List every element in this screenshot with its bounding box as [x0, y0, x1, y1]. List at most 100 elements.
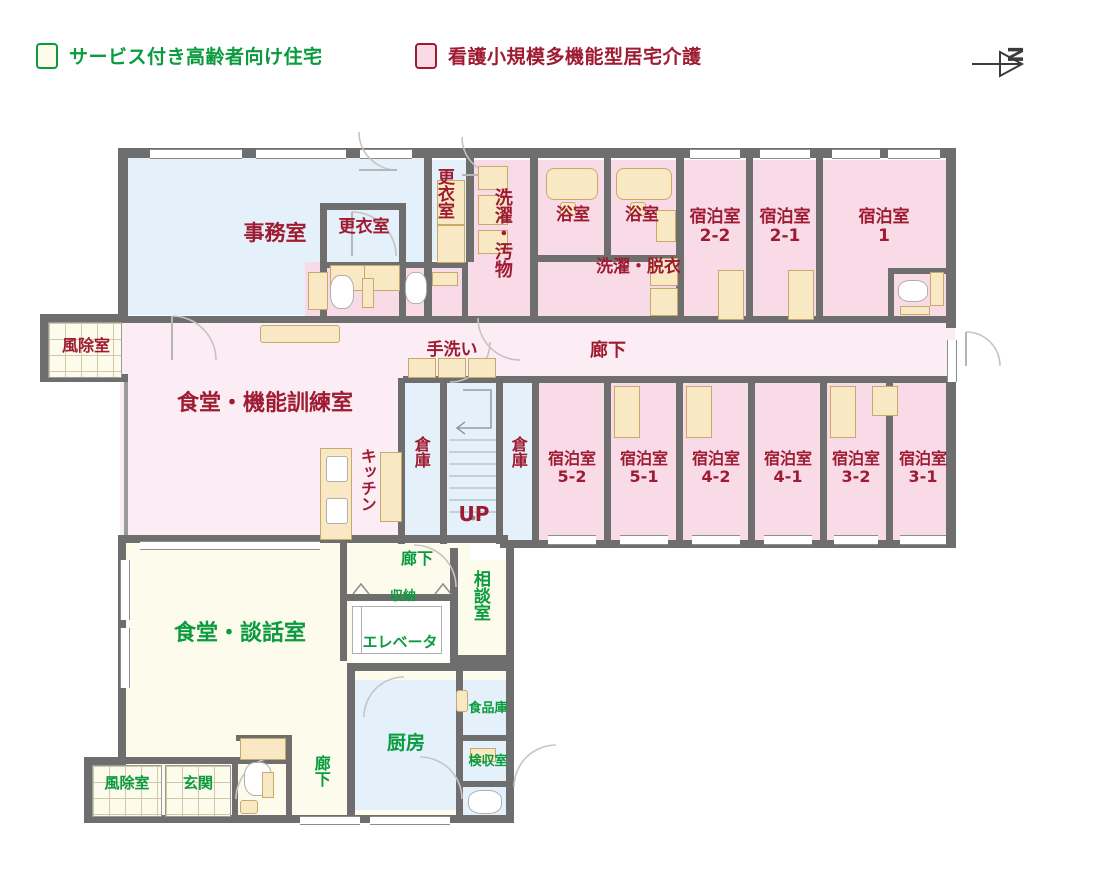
wall-part-g52 — [604, 378, 611, 544]
wall-part-guest22 — [746, 150, 753, 320]
label-stairs-up: UP — [458, 502, 490, 526]
fixture-bath-shelf — [656, 210, 676, 242]
label-pantry: 食品庫 — [468, 701, 508, 716]
label-dining-training: 食堂・機能訓練室 — [176, 391, 353, 416]
stairs-icon — [449, 389, 496, 521]
wall-lower-right — [506, 660, 514, 823]
label-corridor-main: 廊下 — [590, 340, 626, 361]
window-g1a — [832, 149, 880, 159]
legend-item-senior-housing: サービス付き高齢者向け住宅 — [36, 42, 323, 69]
label-corridor-lower: 廊下 — [400, 549, 433, 568]
window-corridor-east-exit — [947, 340, 957, 382]
wall-bath-bottom — [537, 255, 682, 262]
fixture-basin-1 — [408, 358, 436, 378]
wall-part-g51 — [676, 378, 683, 544]
label-storage-left: 倉庫 — [411, 436, 431, 468]
wall-part-g42 — [748, 378, 755, 544]
wall-changing-small-top — [320, 203, 406, 210]
room-storage-right-fill — [500, 382, 538, 542]
fixture-bathtub-1 — [546, 168, 598, 200]
wall-guest1-wc-left — [888, 268, 894, 322]
label-bath-1: 浴室 — [556, 205, 590, 225]
fixture-shelf-g1 — [930, 272, 944, 306]
fixture-locker-vert-b — [437, 225, 465, 263]
window-g31 — [900, 535, 946, 545]
label-vestibule-lower: 風除室 — [104, 774, 150, 792]
wall-wc-top — [406, 262, 468, 268]
legend-item-nursing-care: 看護小規模多機能型居宅介護 — [415, 42, 702, 69]
wall-wc-right — [462, 262, 468, 320]
fixture-sink-laundry-1 — [478, 166, 508, 190]
label-guest-4-2: 宿泊室 4-2 — [691, 449, 740, 486]
wall-kitchen-right — [456, 671, 463, 821]
fixture-counter-entry-wc — [240, 738, 286, 760]
fixture-rail-g1 — [900, 306, 930, 315]
window-g32 — [834, 535, 878, 545]
label-guest-5-1: 宿泊室 5-1 — [619, 449, 668, 486]
compass-icon — [972, 50, 1025, 78]
wall-dining-bottom — [118, 535, 508, 543]
label-corridor-entry: 廊下 — [311, 755, 331, 787]
label-guest-2-1: 宿泊室 2-1 — [759, 207, 811, 247]
room-guest-5-2-fill — [538, 382, 606, 542]
wall-part-g41 — [820, 378, 827, 544]
wall-kitchen-top — [347, 663, 514, 671]
label-vestibule-upper: 風除室 — [61, 336, 110, 355]
fixture-elevator-car — [360, 606, 442, 654]
window-g51 — [620, 535, 668, 545]
fixture-sink-laundry-2 — [478, 230, 508, 254]
window-g52 — [548, 535, 596, 545]
room-pantry-fill — [463, 680, 510, 740]
wall-stairs-r — [496, 378, 503, 544]
wall-changing-small-right — [399, 203, 406, 318]
wall-entrance-top — [84, 757, 290, 764]
tile-vestibule-lower — [92, 765, 162, 817]
fixture-sink-1 — [308, 272, 328, 310]
label-guest-3-2: 宿泊室 3-2 — [831, 449, 880, 486]
wall-consult-right — [506, 548, 514, 663]
fixture-door-pantry — [456, 690, 468, 712]
wall-right-lower — [946, 376, 956, 548]
wall-part-changing-vert-left — [424, 150, 432, 320]
window-g1b — [888, 149, 940, 159]
wall-vestibule-upper-top — [40, 314, 128, 322]
wall-kitchen-left — [347, 663, 355, 818]
fixture-washer-3 — [650, 288, 678, 316]
wall-part-guest21 — [816, 150, 823, 320]
room-guest-4-1-fill — [754, 382, 822, 542]
wall-pantry-bottom — [456, 735, 514, 741]
room-storage-left-fill — [403, 382, 443, 542]
window-office-2 — [256, 149, 346, 159]
corridor-entry-fill — [290, 745, 355, 820]
fixture-cabinet-kitchenette — [380, 452, 402, 522]
label-guest-5-2: 宿泊室 5-2 — [547, 449, 596, 486]
window-office-3 — [360, 149, 412, 159]
window-g22 — [690, 149, 740, 159]
fixture-grab-entry — [262, 772, 274, 798]
label-bath-2: 浴室 — [625, 205, 659, 225]
fixture-wardrobe-g31 — [872, 386, 898, 416]
label-kitchen: 厨房 — [386, 732, 425, 754]
tile-entrance — [165, 765, 231, 817]
window-lounge-2 — [120, 628, 130, 688]
wall-part-g32 — [886, 378, 893, 544]
fixture-locker-vert-a — [437, 180, 465, 225]
fixture-basin-3 — [468, 358, 496, 378]
fixture-sink-kitchenette — [326, 456, 348, 482]
fixture-toilet-receiving — [468, 790, 502, 814]
wall-changing-small-left — [320, 203, 327, 318]
label-entrance: 玄関 — [182, 774, 213, 792]
wall-corridorlower-left — [340, 541, 347, 661]
legend: サービス付き高齢者向け住宅 看護小規模多機能型居宅介護 — [0, 0, 1097, 110]
label-receiving: 検収室 — [468, 754, 508, 769]
legend-swatch-red — [415, 42, 437, 69]
label-changing-small: 更衣室 — [338, 217, 390, 237]
legend-label-nursing-care: 看護小規模多機能型居宅介護 — [448, 46, 702, 68]
wall-corridor-top — [118, 316, 956, 323]
fixture-sink-2 — [432, 272, 458, 286]
wall-part-laundry-right — [530, 150, 538, 320]
window-kitchen-bottom — [370, 816, 450, 825]
label-changing-vert: 更衣室 — [433, 168, 454, 219]
wall-storage-right-r — [532, 378, 539, 544]
